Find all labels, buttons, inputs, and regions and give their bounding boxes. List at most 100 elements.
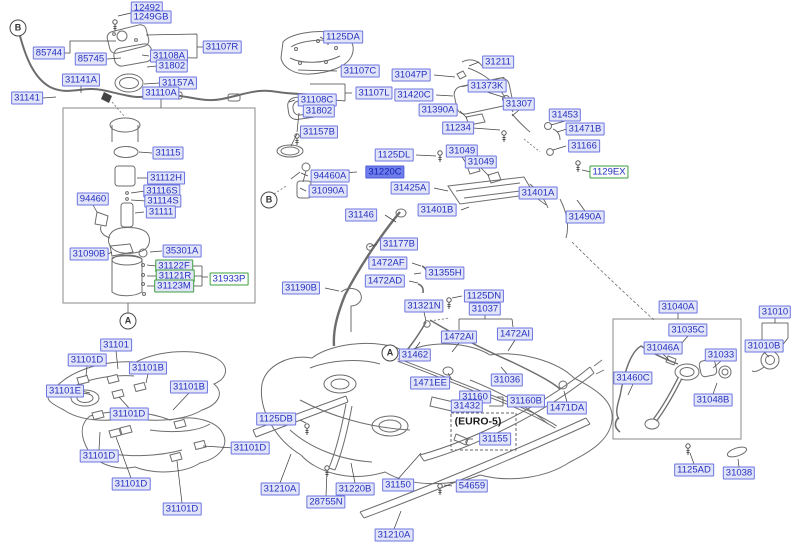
part-label-31210A-86[interactable]: 31210A (374, 528, 414, 542)
view-reference-circle-A-3: A (381, 344, 399, 362)
part-label-31490A-59[interactable]: 31490A (565, 210, 605, 224)
part-label-31111-15[interactable]: 31111 (145, 205, 177, 219)
part-label-31307-44[interactable]: 31307 (502, 97, 536, 111)
part-label-11234-45[interactable]: 11234 (442, 121, 474, 135)
fuel-tank-drawing (260, 343, 613, 485)
part-label-31101D-29[interactable]: 31101D (79, 449, 119, 463)
part-label-31190B-65[interactable]: 31190B (281, 281, 321, 295)
part-label-31038-96[interactable]: 31038 (722, 466, 756, 480)
part-label-1125DA-33[interactable]: 1125DA (323, 30, 363, 44)
part-label-31453-46[interactable]: 31453 (548, 108, 582, 122)
part-label-31047P-39[interactable]: 31047P (391, 68, 431, 82)
part-label-31035C-88[interactable]: 31035C (668, 323, 708, 337)
part-label-1129EX-52[interactable]: 1129EX (589, 165, 629, 179)
part-label-31101D-24[interactable]: 31101D (67, 353, 107, 367)
part-label-1472AD-63[interactable]: 1472AD (364, 274, 406, 288)
part-label-31090A-55[interactable]: 31090A (308, 184, 348, 198)
part-label-28755N-82[interactable]: 28755N (306, 495, 346, 509)
part-label-1472AI-70[interactable]: 1472AI (496, 327, 534, 341)
part-label-31160B-75[interactable]: 31160B (506, 394, 546, 408)
filler-neck-box (612, 318, 742, 440)
part-label-31210A-81[interactable]: 31210A (260, 482, 300, 496)
part-label-31166-48[interactable]: 31166 (568, 139, 600, 153)
part-label-85744-2[interactable]: 85744 (32, 46, 66, 60)
part-label-31049-50[interactable]: 31049 (445, 144, 479, 158)
part-label-31420C-41[interactable]: 31420C (394, 88, 434, 102)
part-label-31802-37[interactable]: 31802 (302, 104, 336, 118)
part-label-1125DL-49[interactable]: 1125DL (374, 148, 414, 162)
part-label-31155-79[interactable]: 31155 (479, 432, 511, 446)
part-label-1472AI-69[interactable]: 1472AI (440, 330, 478, 344)
part-label-31036-73[interactable]: 31036 (490, 373, 524, 387)
part-label-31107R-6[interactable]: 31107R (202, 40, 242, 54)
part-label-31090B-17[interactable]: 31090B (69, 247, 109, 261)
part-label-31049-51[interactable]: 31049 (464, 155, 498, 169)
euro5-dashed-box (450, 412, 517, 451)
part-label-31460C-91[interactable]: 31460C (613, 371, 653, 385)
part-label-31107C-34[interactable]: 31107C (340, 64, 380, 78)
part-label-85745-3[interactable]: 85745 (74, 52, 108, 66)
part-label-35301A-18[interactable]: 35301A (162, 244, 202, 258)
part-label-1471EE-72[interactable]: 1471EE (410, 376, 450, 390)
filler-neck-drawing (614, 345, 780, 458)
part-label-31046A-89[interactable]: 31046A (643, 341, 683, 355)
part-label-31425A-56[interactable]: 31425A (390, 181, 430, 195)
part-label-31933P-22[interactable]: 31933P (209, 272, 249, 286)
part-label-31432-76[interactable]: 31432 (450, 399, 484, 413)
part-label-31321N-66[interactable]: 31321N (404, 299, 444, 313)
tank-straps-drawing (252, 359, 605, 519)
part-label-31101D-31[interactable]: 31101D (230, 441, 270, 455)
part-label-31123M-21[interactable]: 31123M (154, 279, 194, 293)
part-label-31037-68[interactable]: 31037 (468, 302, 502, 316)
part-label-31112H-12[interactable]: 31112H (147, 171, 185, 185)
part-label-31141A-9[interactable]: 31141A (61, 73, 101, 87)
part-label-1249GB-1[interactable]: 1249GB (130, 10, 172, 24)
part-label-31107L-35[interactable]: 31107L (355, 86, 393, 100)
part-label-31101D-30[interactable]: 31101D (111, 477, 151, 491)
part-label-94460-16[interactable]: 94460 (76, 192, 110, 206)
part-label-31146-60[interactable]: 31146 (345, 208, 377, 222)
part-label-31471B-47[interactable]: 31471B (565, 122, 605, 136)
part-label-54659-85[interactable]: 54659 (455, 479, 489, 493)
part-label-94460A-54[interactable]: 94460A (310, 169, 350, 183)
part-label-31462-71[interactable]: 31462 (398, 348, 432, 362)
part-label-31401B-58[interactable]: 31401B (417, 203, 457, 217)
part-label-31108A-4[interactable]: 31108A (149, 49, 189, 63)
part-label-31033-90[interactable]: 31033 (704, 348, 738, 362)
part-label-31101D-28[interactable]: 31101D (109, 407, 149, 421)
part-label-31211-40[interactable]: 31211 (482, 55, 514, 69)
part-label-31157B-38[interactable]: 31157B (299, 125, 339, 139)
part-label-31110A-8[interactable]: 31110A (142, 86, 180, 100)
part-label-31390A-43[interactable]: 31390A (418, 103, 458, 117)
part-label-1125AD-95[interactable]: 1125AD (674, 463, 714, 477)
part-label-31101E-26[interactable]: 31101E (45, 384, 85, 398)
part-label-31220B-83[interactable]: 31220B (335, 482, 375, 496)
part-label-31401A-57[interactable]: 31401A (518, 186, 558, 200)
leader-lines (42, 12, 789, 530)
part-label-31115-11[interactable]: 31115 (152, 146, 184, 160)
view-reference-circle-A-1: A (119, 312, 137, 330)
part-label-31010-93[interactable]: 31010 (758, 305, 792, 319)
part-label-31177B-61[interactable]: 31177B (379, 237, 419, 251)
part-label-31101-23[interactable]: 31101 (100, 338, 132, 352)
part-label-1125DN-67[interactable]: 1125DN (463, 289, 505, 303)
part-label-31373K-42[interactable]: 31373K (467, 79, 507, 93)
part-label-31141-10[interactable]: 31141 (11, 91, 43, 105)
part-label-1472AF-62[interactable]: 1472AF (368, 256, 408, 270)
part-label-31101D-32[interactable]: 31101D (162, 502, 202, 516)
part-label-31101B-25[interactable]: 31101B (128, 361, 168, 375)
view-reference-circle-B-0: B (9, 19, 27, 37)
part-label-31355H-64[interactable]: 31355H (425, 266, 465, 280)
part-label-1125DB-80[interactable]: 1125DB (256, 412, 296, 426)
part-label-31802-5[interactable]: 31802 (155, 59, 189, 73)
part-label-1471DA-77[interactable]: 1471DA (546, 401, 588, 415)
part-label-31220C-53[interactable]: 31220C (365, 165, 405, 179)
view-reference-circle-B-2: B (260, 191, 278, 209)
part-label-31010B-94[interactable]: 31010B (744, 339, 784, 353)
part-label-31048B-92[interactable]: 31048B (693, 393, 733, 407)
fuel-pump-module-box (62, 107, 256, 304)
part-label-31150-84[interactable]: 31150 (382, 478, 414, 492)
part-label-31101B-27[interactable]: 31101B (169, 380, 209, 394)
part-label-31040A-87[interactable]: 31040A (658, 300, 698, 314)
